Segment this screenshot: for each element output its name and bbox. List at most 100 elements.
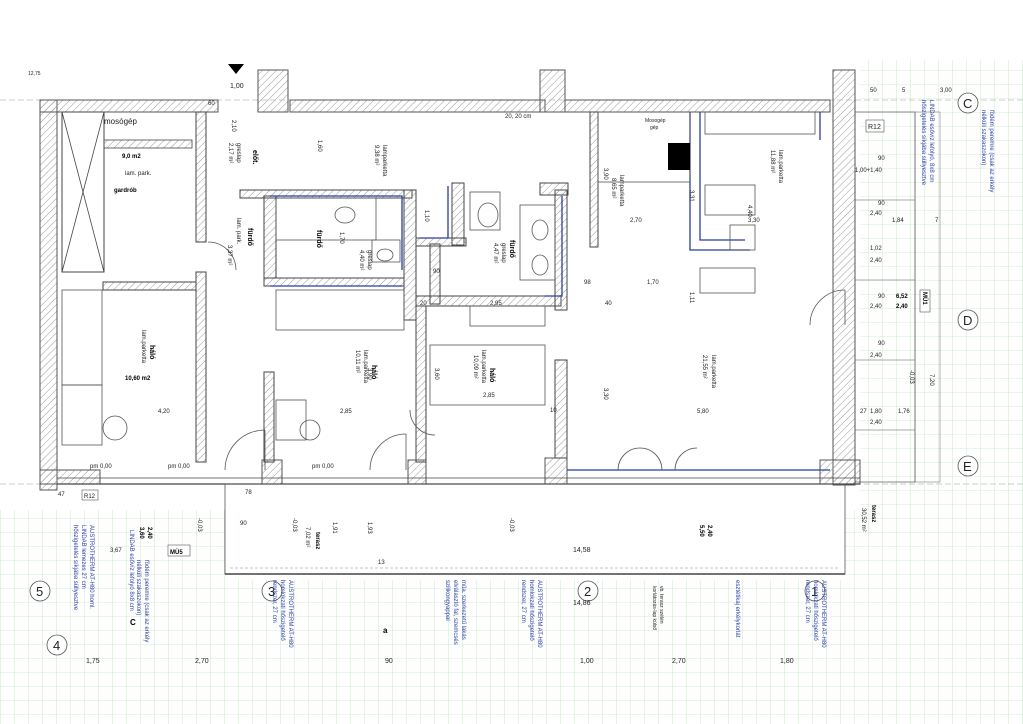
dim-390: 3,90 <box>602 168 608 180</box>
dim-270-b: 2,70 <box>195 658 209 665</box>
level-m003-d: -0,03 <box>196 518 202 532</box>
grid-label-2: 2 <box>584 584 591 599</box>
dim-100-b: 1,00 <box>580 658 594 665</box>
dim-240-bold-b: 2,40 <box>706 525 712 537</box>
room-elot-floor: greslap <box>235 143 241 163</box>
dim-27: 27 <box>860 409 867 415</box>
grid-label-e: E <box>963 459 972 474</box>
room-terasz-left-area: 7,02 m² <box>304 527 310 547</box>
dim-90-g: 90 <box>433 269 440 275</box>
note-foldem-right: födém peremre (csak az erkély <box>988 110 994 192</box>
dim-580: 5,80 <box>697 409 709 415</box>
room-halo-mid: háló <box>370 365 377 379</box>
dim-160: 1,60 <box>316 140 322 152</box>
room-kitchen-area: 11,88 m² <box>769 150 775 173</box>
room-halo-mid-floor: lam.parketta <box>362 350 368 384</box>
dim-240-b: 2,40 <box>870 258 882 264</box>
dim-180-b: 1,80 <box>780 658 794 665</box>
note-austro-3c: rendszer, 27 cm <box>271 580 277 623</box>
tag-r12-left-box <box>81 489 99 501</box>
room-furdo-right: fürdő <box>508 240 515 258</box>
room-furdo-right-area: 4,47 m² <box>492 243 498 263</box>
dim-40: 40 <box>605 301 612 307</box>
dim-90-e: 90 <box>878 341 885 347</box>
dim-240-d: 2,40 <box>870 353 882 359</box>
room-halo-mid-area: 10,11 m² <box>354 350 360 373</box>
note-austro-3b: homlokzati hőszigetelő <box>279 580 285 641</box>
grid-label-d: D <box>963 313 972 328</box>
dim-440: 4,40 <box>746 205 752 217</box>
level-m003-b: -0,03 <box>508 518 514 532</box>
grid-label-c-low: C <box>130 618 136 627</box>
grid-label-5: 5 <box>36 584 43 599</box>
grid-label-4: 4 <box>53 638 60 653</box>
note-muanyag: műa. szerkezetű lakás <box>460 580 466 640</box>
dimensions: 1,00 2,10 1,60 20, 20 cm 3,90 3,31 2,70 … <box>28 71 952 665</box>
tag-r12-top: R12 <box>868 124 881 131</box>
room-terasz-right-area: 30,52 m² <box>860 508 866 532</box>
note-austro-left-b: LINDAB lemezes 27 cm <box>80 525 86 589</box>
dim-175: 1,75 <box>86 658 100 665</box>
level-pm000-a: pm 0,00 <box>90 464 112 470</box>
dim-295: 2,95 <box>490 301 502 307</box>
room-living-area: 21,55 m² <box>701 355 707 379</box>
room-living-floor: lam.parketta <box>710 355 716 389</box>
dim-360-bold: 3,60 <box>138 527 144 539</box>
room-furdo-right-floor: greslap <box>500 243 506 263</box>
room-mosogep-right: Mosogép <box>645 118 666 124</box>
grid-label-a-low: a <box>383 626 388 635</box>
room-furdo-mid-floor: greslap <box>366 250 372 270</box>
bed-middle <box>275 289 405 441</box>
note-muanyag-c: szilikongyappal <box>444 580 450 621</box>
room-furdo-mid-area: 4,40 m² <box>358 250 364 270</box>
room-area-1060: 10,60 m2 <box>125 376 151 382</box>
room-mosogep: mosógép <box>104 117 137 126</box>
dim-1486: 14,86 <box>573 600 591 607</box>
room-furdo-left: fürdő <box>246 228 253 246</box>
north-arrow-icon <box>228 64 244 74</box>
room-storage-area: 8,65 m² <box>610 178 616 198</box>
dim-330: 3,30 <box>748 218 760 224</box>
note-austro-1b: homlokzati hőszigetelő <box>812 580 818 641</box>
dim-13: 13 <box>378 560 385 566</box>
white-inner-bottom <box>225 478 845 580</box>
green-area-right <box>860 60 1023 510</box>
note-austro-3: AUSTROTHERM AT-H80 <box>287 580 293 648</box>
dim-100: 1,00 <box>230 83 244 90</box>
dim-90-a: 90 <box>385 658 393 665</box>
bathroom-fixtures <box>275 191 556 281</box>
dim-390-b: 3,90 <box>366 368 372 380</box>
dim-360: 3,60 <box>433 368 439 380</box>
room-halo-right-area: 10,09 m² <box>472 355 478 379</box>
room-gardrob: gardrób <box>114 188 137 194</box>
kitchen <box>597 111 816 294</box>
room-storage-floor: lamparketta <box>618 175 624 207</box>
dim-102: 1,02 <box>870 246 882 252</box>
wardrobe <box>61 111 193 273</box>
grid-bubbles <box>29 92 979 656</box>
room-furdo-mid: fürdő <box>315 230 322 248</box>
note-lindab-left: LINDAB esővíz lefolyó 8x8 cm <box>128 530 134 611</box>
room-furdo-left-area: 3,37 m² <box>226 245 232 265</box>
dim-170: 1,70 <box>647 280 659 286</box>
outer-walls <box>39 69 861 491</box>
dim-20: 20 <box>420 301 427 307</box>
dim-652: 6,52 <box>896 294 908 300</box>
blue-lines <box>270 112 830 471</box>
tag-mu1-box <box>919 289 931 313</box>
dim-270-c: 2,70 <box>672 658 686 665</box>
room-furdo-left-floor: lam. park. <box>235 218 241 245</box>
tag-mu5-box <box>167 544 191 557</box>
doors <box>207 241 846 471</box>
room-terasz-right: terasz <box>870 505 876 522</box>
tag-mu1: MÜ1 <box>921 292 928 305</box>
dim-191: 1,91 <box>331 522 337 534</box>
bed-right <box>429 305 546 406</box>
dim-2020: 20, 20 cm <box>505 114 531 120</box>
dim-720: 7,20 <box>928 374 934 386</box>
note-lindab-right-b: hőszigetelés síkjába süllyesztve <box>920 100 926 186</box>
interior-walls <box>102 111 599 463</box>
dim-98: 98 <box>584 280 591 286</box>
dim-60: 60 <box>208 101 215 107</box>
